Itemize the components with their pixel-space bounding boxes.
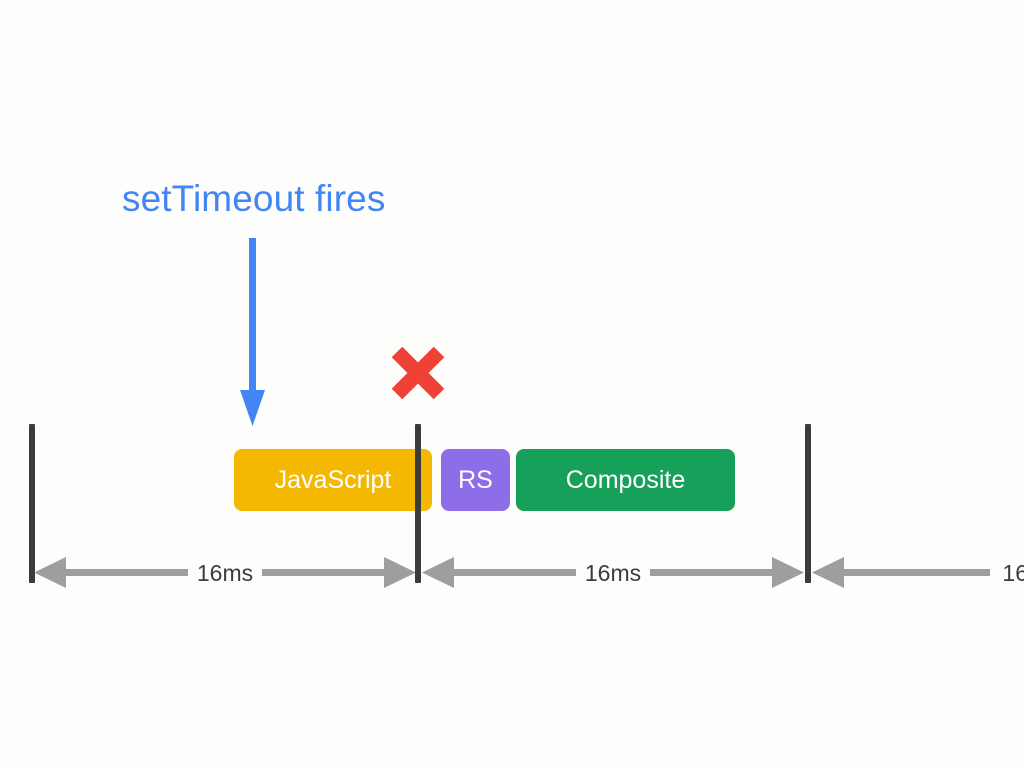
settimeout-annotation-label: setTimeout fires (122, 178, 386, 219)
frame-interval-0-label: 16ms (187, 559, 263, 587)
recalc-style-block[interactable]: RS (441, 449, 510, 511)
frame-tick-2 (805, 424, 811, 583)
composite-block-label: Composite (565, 465, 686, 494)
missed-frame-x-icon (391, 346, 445, 400)
javascript-block-label: JavaScript (274, 465, 392, 494)
settimeout-pointer-arrow-icon (240, 238, 265, 426)
frame-interval-2: 16 (808, 552, 1024, 594)
frame-interval-1: 16ms (418, 552, 808, 594)
frame-interval-1-label: 16ms (575, 559, 651, 587)
frame-tick-0 (29, 424, 35, 583)
frame-interval-0: 16ms (32, 552, 418, 594)
recalc-style-block-label: RS (458, 465, 493, 494)
double-arrow-icon (812, 557, 990, 588)
frame-tick-1 (415, 424, 421, 583)
composite-block[interactable]: Composite (516, 449, 735, 511)
frame-interval-2-label: 16 (993, 559, 1024, 587)
javascript-block[interactable]: JavaScript (234, 449, 432, 511)
